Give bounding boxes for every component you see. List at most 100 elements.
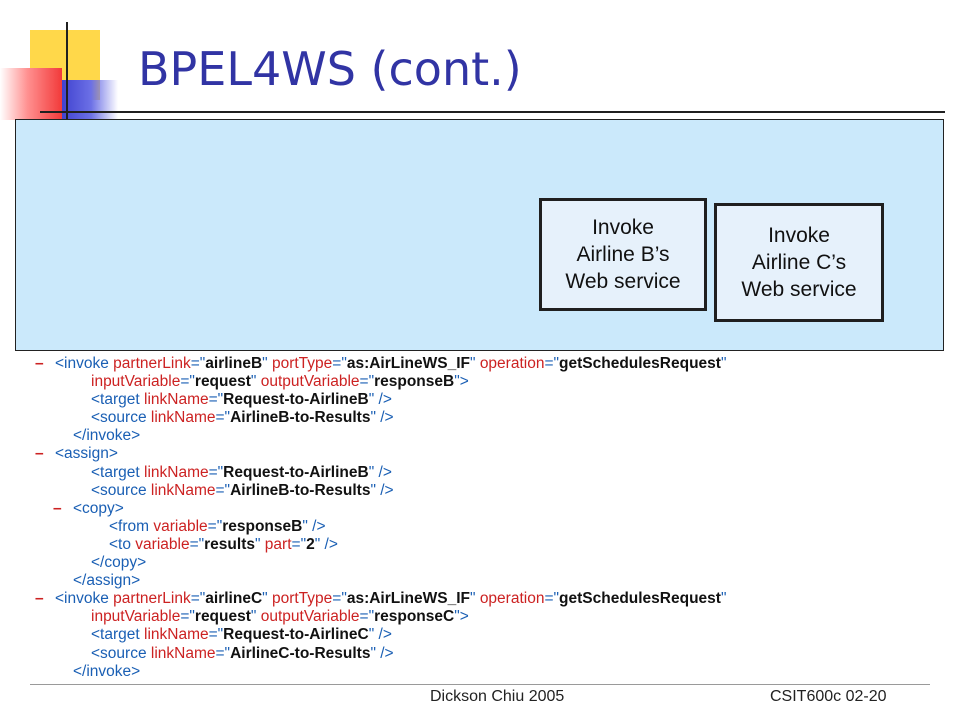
code-token: =": [544, 355, 560, 372]
code-line: – <assign>: [35, 445, 935, 463]
diagram-panel: Invoke Airline B’s Web service Invoke Ai…: [15, 119, 944, 351]
attribute-value: 2: [306, 535, 315, 553]
collapse-toggle-icon[interactable]: –: [53, 499, 66, 517]
attribute-name: outputVariable: [260, 608, 360, 626]
decor-vertical-line: [66, 22, 68, 132]
code-line: <source linkName="AirlineC-to-Results" /…: [35, 645, 935, 663]
code-token: =": [215, 481, 231, 499]
code-token: =": [291, 535, 307, 553]
footer-slide-number: CSIT600c 02-20: [770, 688, 887, 705]
attribute-name: variable: [135, 535, 190, 553]
code-token: =": [215, 409, 231, 427]
footer-divider: [30, 684, 930, 685]
code-token: =": [359, 608, 375, 626]
attribute-value: results: [204, 535, 255, 553]
title-underline: [40, 111, 945, 113]
code-line: <to variable="results" part="2" />: [35, 536, 935, 554]
attribute-name: partnerLink: [113, 355, 191, 372]
code-token: ">: [454, 608, 469, 626]
code-token: " />: [370, 644, 394, 662]
collapse-toggle-icon[interactable]: –: [35, 590, 48, 608]
code-token: =": [208, 626, 224, 644]
code-token: <to: [109, 535, 136, 553]
code-token: ": [250, 373, 261, 391]
code-token: <source: [91, 644, 151, 662]
code-line: <source linkName="AirlineB-to-Results" /…: [35, 482, 935, 500]
code-token: <assign>: [55, 445, 118, 463]
code-line: <target linkName="Request-to-AirlineC" /…: [35, 626, 935, 644]
code-line: </assign>: [35, 572, 935, 590]
attribute-value: as:AirLineWS_IF: [346, 355, 470, 372]
attribute-value: AirlineC-to-Results: [230, 644, 371, 662]
code-line: <target linkName="Request-to-AirlineB" /…: [35, 391, 935, 409]
attribute-value: getSchedulesRequest: [559, 355, 721, 372]
code-token: ": [470, 355, 480, 372]
box-b-line-2: Airline B’s: [576, 243, 670, 266]
code-token: ": [262, 590, 272, 608]
attribute-name: outputVariable: [260, 373, 360, 391]
attribute-name: portType: [271, 355, 333, 372]
attribute-value: Request-to-AirlineC: [223, 626, 369, 644]
code-line: </invoke>: [35, 427, 935, 445]
box-c-line-1: Invoke: [768, 224, 830, 247]
code-token: " />: [302, 517, 326, 535]
code-token: " />: [370, 409, 394, 427]
code-token: " />: [314, 535, 338, 553]
attribute-name: part: [264, 535, 292, 553]
attribute-name: portType: [271, 590, 333, 608]
code-token: <source: [91, 409, 151, 427]
code-token: =": [207, 517, 223, 535]
code-token: =": [215, 644, 231, 662]
attribute-name: linkName: [144, 626, 209, 644]
box-c-line-3: Web service: [741, 278, 857, 301]
code-token: </invoke>: [73, 662, 141, 680]
attribute-value: airlineC: [205, 590, 263, 608]
attribute-name: linkName: [150, 409, 216, 427]
box-b-line-3: Web service: [565, 270, 681, 293]
attribute-value: responseB: [374, 373, 455, 391]
code-line: inputVariable="request" outputVariable="…: [35, 608, 935, 626]
attribute-value: AirlineB-to-Results: [230, 409, 371, 427]
attribute-name: operation: [479, 590, 545, 608]
code-token: <target: [91, 463, 144, 481]
code-token: </assign>: [73, 572, 141, 590]
attribute-value: as:AirLineWS_IF: [346, 590, 470, 608]
invoke-airline-c-box: Invoke Airline C’s Web service: [714, 203, 884, 322]
code-token: ": [254, 535, 265, 553]
collapse-toggle-icon[interactable]: –: [35, 355, 48, 372]
code-token: <copy>: [73, 499, 124, 517]
code-line: <from variable="responseB" />: [35, 518, 935, 536]
code-token: <source: [91, 481, 151, 499]
code-token: =": [208, 463, 224, 481]
attribute-name: variable: [153, 517, 208, 535]
attribute-value: request: [194, 608, 251, 626]
collapse-toggle-icon[interactable]: –: [35, 445, 48, 463]
attribute-value: Request-to-AirlineB: [223, 463, 369, 481]
attribute-value: airlineB: [205, 355, 263, 372]
box-c-line-2: Airline C’s: [751, 251, 847, 274]
bpel-code-listing: – <invoke partnerLink="airlineB" portTyp…: [35, 355, 935, 681]
code-token: " />: [368, 463, 392, 481]
invoke-airline-b-box: Invoke Airline B’s Web service: [539, 198, 707, 311]
code-token: =": [208, 391, 224, 409]
code-token: =": [190, 590, 206, 608]
code-token: =": [180, 373, 195, 391]
code-line: – <invoke partnerLink="airlineB" portTyp…: [35, 355, 935, 373]
code-line: </invoke>: [35, 663, 935, 681]
code-token: " />: [368, 626, 392, 644]
code-token: <from: [109, 517, 154, 535]
code-token: ": [262, 355, 272, 372]
attribute-value: responseB: [222, 517, 303, 535]
code-token: =": [359, 373, 375, 391]
code-token: =": [190, 355, 206, 372]
code-line: <source linkName="AirlineB-to-Results" /…: [35, 409, 935, 427]
code-line: </copy>: [35, 554, 935, 572]
code-line: – <invoke partnerLink="airlineC" portTyp…: [35, 590, 935, 608]
code-token: ": [470, 590, 480, 608]
code-token: " />: [370, 481, 394, 499]
code-token: <target: [91, 626, 144, 644]
code-token: =": [544, 590, 560, 608]
attribute-value: request: [194, 373, 251, 391]
box-b-line-1: Invoke: [592, 216, 654, 239]
slide-title: BPEL4WS (cont.): [138, 42, 522, 96]
